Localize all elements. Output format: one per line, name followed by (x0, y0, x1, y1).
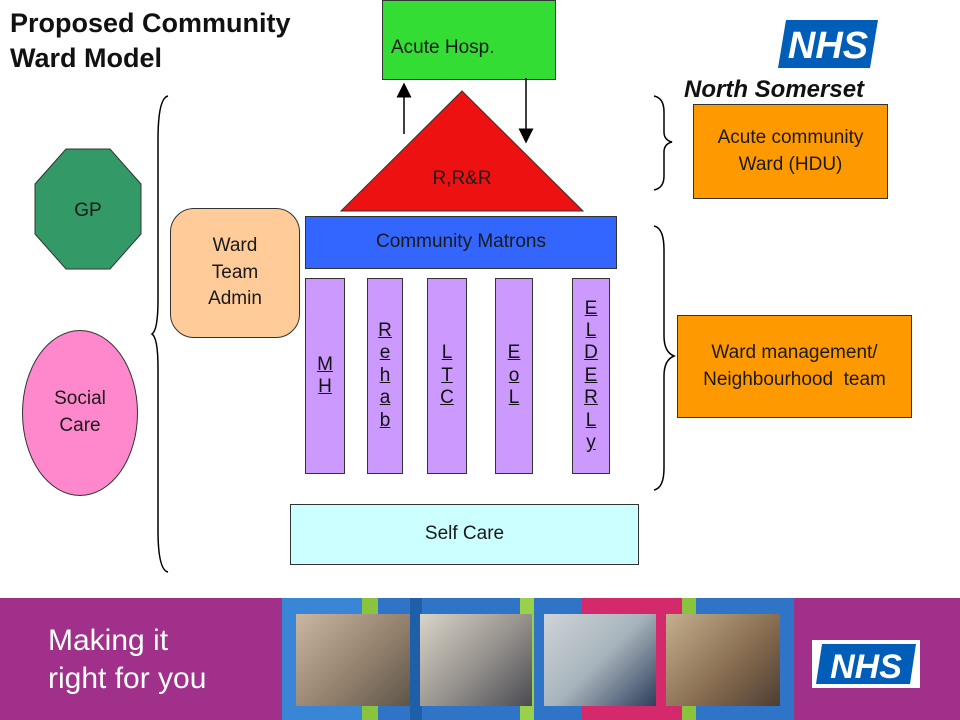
pillar-mh: M H (305, 278, 345, 474)
pillar-ltc-letter: L (441, 342, 453, 364)
pillar-ltc: L T C (427, 278, 467, 474)
ward-team-admin-box: Ward Team Admin (170, 208, 300, 338)
pillar-elderly-letter: y (586, 432, 596, 454)
pillar-rehab-letter: e (379, 342, 391, 364)
pillar-rehab: R e h a b (367, 278, 403, 474)
photo-child-nurse (296, 614, 410, 706)
social-care-ellipse: Social Care (22, 330, 138, 496)
pillar-elderly: E L D E R L y (572, 278, 610, 474)
pillar-rehab-letter: h (379, 364, 391, 386)
pillar-elderly-letter: E (584, 297, 598, 319)
pillar-elderly-letter: E (584, 364, 598, 386)
pillar-elderly-letter: L (585, 319, 597, 341)
org-name: North Somerset (684, 76, 865, 103)
photo-doctor-patient (666, 614, 780, 706)
photo-nurse-patient (420, 614, 532, 706)
title-line-1: Proposed Community (10, 8, 291, 38)
pillar-eol-letter: L (508, 387, 520, 409)
admin-line-2: Team (211, 261, 259, 283)
gp-label: GP (74, 200, 101, 221)
pillar-rehab-letter: a (379, 387, 391, 409)
pillar-elderly-letter: D (584, 342, 598, 364)
acute-ward-line-2: Ward (HDU) (738, 153, 843, 175)
gp-octagon: GP (34, 148, 142, 270)
acute-community-ward-box: Acute community Ward (HDU) (693, 104, 888, 199)
right-brace-bottom (653, 225, 677, 491)
nhs-logo: NHS (778, 20, 878, 68)
banner-line-1: Making it (48, 624, 169, 657)
left-brace (150, 95, 169, 573)
rrr-triangle: R,R&R (340, 90, 584, 212)
pillar-eol-letter: E (507, 342, 521, 364)
pillar-ltc-letter: T (441, 364, 453, 386)
page-title: Proposed Community Ward Model (10, 6, 291, 75)
photo-nurse-hands (544, 614, 656, 706)
pillar-elderly-letter: R (584, 387, 598, 409)
banner-nhs-mark: NHS (812, 640, 920, 688)
ward-mgmt-line-2: Neighbourhood team (703, 368, 886, 390)
banner-nhs-text: NHS (830, 648, 902, 686)
pillar-eol: E o L (495, 278, 533, 474)
acute-ward-line-1: Acute community (717, 126, 864, 148)
triangle-label: R,R&R (432, 168, 491, 189)
banner-slogan: Making it right for you (48, 622, 206, 697)
ward-mgmt-line-1: Ward management/ (711, 341, 878, 363)
nhs-logo-mark: NHS (778, 20, 878, 68)
pillar-mh-letter: H (318, 376, 332, 397)
banner-line-2: right for you (48, 661, 207, 695)
admin-line-1: Ward (212, 235, 258, 257)
title-line-2: Ward Model (10, 42, 162, 73)
right-brace-top (653, 95, 673, 191)
pillar-elderly-letter: L (585, 409, 597, 431)
pillar-rehab-letter: R (378, 319, 392, 341)
pillar-eol-letter: o (508, 364, 520, 386)
pillar-ltc-letter: C (440, 387, 454, 409)
community-matrons-box: Community Matrons (305, 216, 617, 269)
ward-management-box: Ward management/ Neighbourhood team (677, 315, 912, 418)
pillar-rehab-letter: b (379, 409, 391, 431)
social-line-2: Care (59, 415, 101, 436)
acute-hospital-box: Acute Hosp. (382, 0, 556, 80)
banner-nhs-logo: NHS (812, 640, 920, 688)
social-line-1: Social (54, 388, 106, 410)
admin-line-3: Admin (208, 288, 262, 310)
self-care-box: Self Care (290, 504, 639, 565)
nhs-logo-text: NHS (788, 25, 868, 67)
pillar-mh-letter: M (317, 353, 333, 375)
